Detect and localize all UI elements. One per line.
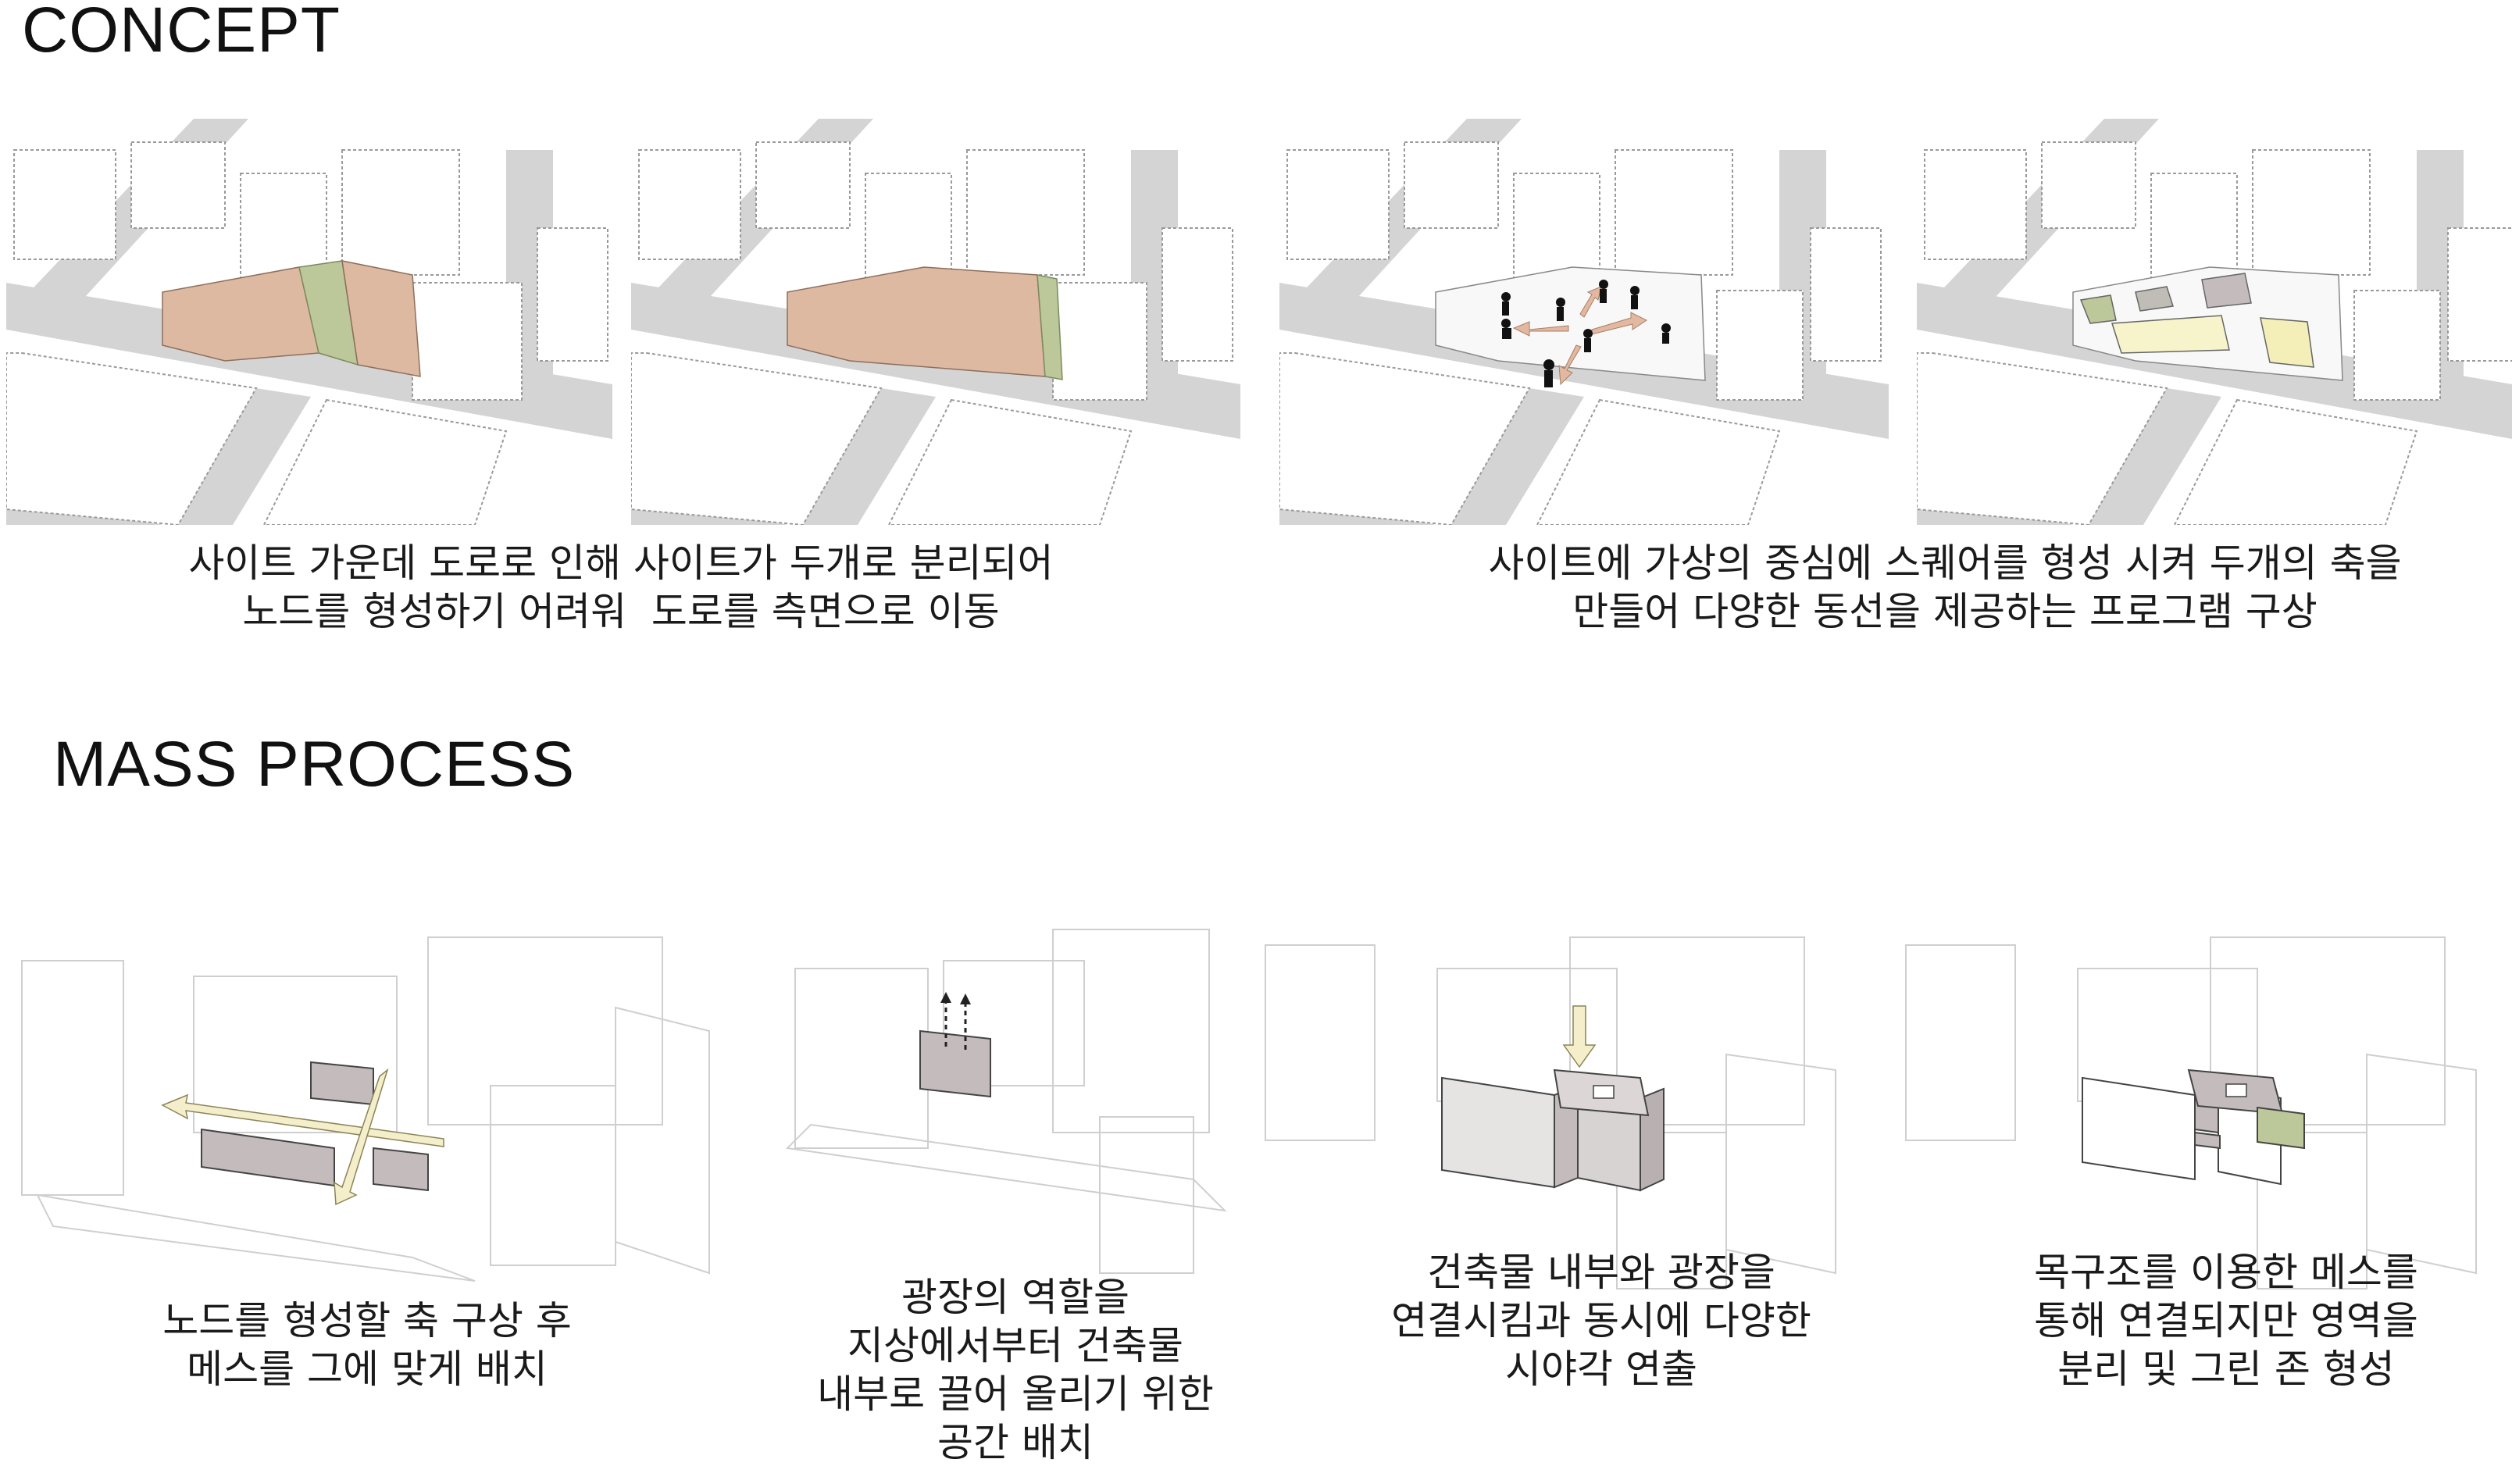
concept-heading: CONCEPT <box>22 0 341 67</box>
mass-caption-3: 건축물 내부와 광장을 연결시킴과 동시에 다양한 시야각 연출 <box>1328 1248 1875 1393</box>
concept-diagram-site-split <box>6 119 612 525</box>
mass-caption-2: 광장의 역할을 지상에서부터 건축물 내부로 끌어 올리기 위한 공간 배치 <box>750 1273 1281 1467</box>
concept-diagram-road-moved <box>631 119 1240 525</box>
concept-diagram-program-zones <box>1917 119 2512 525</box>
concept-caption-2: 사이트에 가상의 중심에 스퀘어를 형성 시켜 두개의 축을 만들어 다양한 동… <box>1406 539 2484 636</box>
mass-diagram-axis <box>6 914 756 1312</box>
view-opening <box>1593 1086 1614 1098</box>
concept-caption-1: 사이트 가운데 도로로 인해 사이트가 두개로 분리되어 노드를 형성하기 어려… <box>117 539 1125 636</box>
lift-mass <box>920 1031 990 1097</box>
zone-gray-2 <box>2202 273 2251 308</box>
mass-diagram-lift <box>756 914 1242 1312</box>
mass-caption-1: 노드를 형성할 축 구상 후 메스를 그에 맞게 배치 <box>117 1297 617 1393</box>
mass-process-heading: MASS PROCESS <box>53 728 575 801</box>
view-masses <box>1442 1070 1664 1190</box>
concept-diagram-square-flows <box>1279 119 1889 525</box>
wood-masses <box>2082 1070 2304 1184</box>
mass-caption-4: 목구조를 이용한 메스를 통해 연결되지만 영역을 분리 및 그린 존 형성 <box>1953 1248 2500 1393</box>
view-arrow <box>1564 1006 1595 1067</box>
